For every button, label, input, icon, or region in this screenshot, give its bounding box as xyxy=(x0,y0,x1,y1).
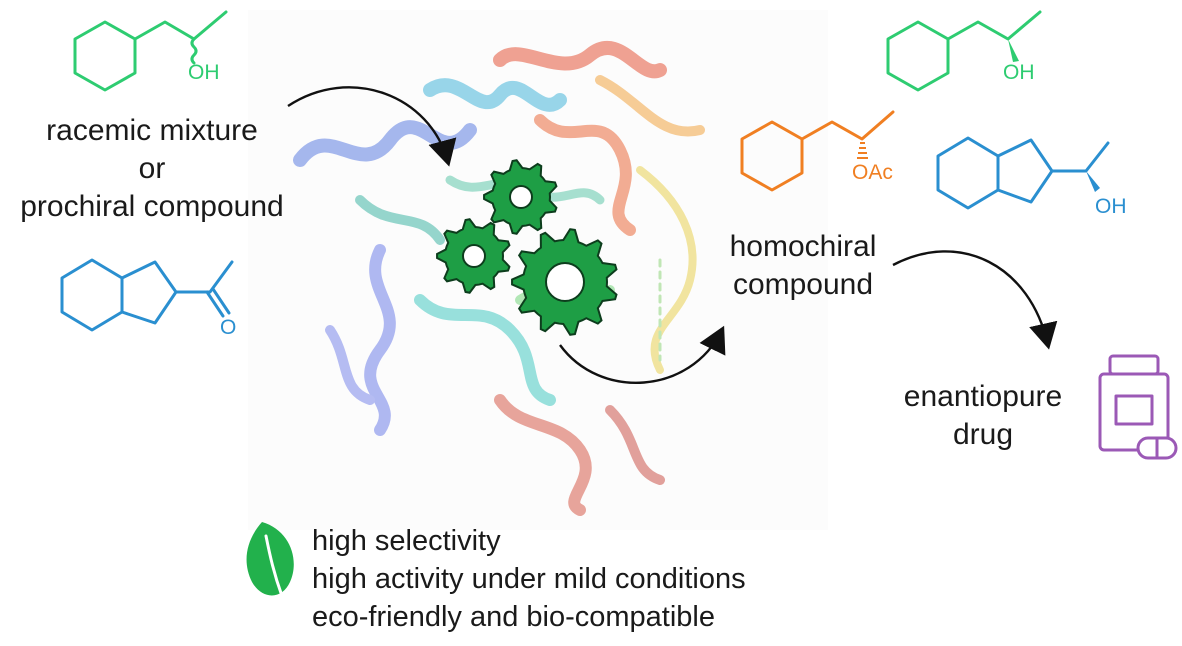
gear-hole xyxy=(509,185,533,209)
gear-icon xyxy=(511,228,618,336)
oh-green-right-label: OH xyxy=(1003,61,1035,84)
o-blue-left-label: O xyxy=(220,316,236,339)
product-arrow xyxy=(559,325,726,384)
oac-orange-label: OAc xyxy=(852,161,893,184)
substrate-line-2: or xyxy=(138,152,166,185)
substrate-line-3: prochiral compound xyxy=(20,190,284,223)
benefits-list: high selectivity high activity under mil… xyxy=(312,522,746,636)
product-label: homochiral compound xyxy=(708,228,898,304)
wedge-bond xyxy=(1008,39,1019,62)
gear-hole xyxy=(462,244,486,268)
acetate-molecule xyxy=(740,110,895,192)
wedge-bond-blue xyxy=(1086,171,1100,192)
drug-label: enantiopure drug xyxy=(888,378,1078,454)
oh-green-left-label: OH xyxy=(188,61,220,84)
benefit-item: high selectivity xyxy=(312,525,501,557)
pill-bottle-icon xyxy=(1098,354,1178,460)
benefit-item: high activity under mild conditions xyxy=(312,563,746,595)
drug-line-2: drug xyxy=(952,418,1014,451)
gear-icon xyxy=(436,218,511,294)
benefit-item: eco-friendly and bio-compatible xyxy=(312,601,715,633)
substrate-arrow xyxy=(287,86,457,167)
ketone-molecule xyxy=(60,258,234,332)
substrate-line-1: racemic mixture xyxy=(46,114,258,147)
gear-hole xyxy=(545,262,585,302)
racemic-alcohol-molecule xyxy=(73,10,228,92)
drug-line-1: enantiopure xyxy=(903,380,1063,413)
bicyclic-alcohol-molecule xyxy=(936,136,1110,210)
drug-arrow xyxy=(892,250,1058,350)
gear-icon xyxy=(483,159,558,235)
substrate-label: racemic mixture or prochiral compound xyxy=(0,112,304,226)
product-line-2: compound xyxy=(732,268,874,301)
leaf-icon xyxy=(246,522,294,598)
homochiral-alcohol-molecule xyxy=(886,10,1042,92)
hash-bond xyxy=(857,142,868,159)
oh-blue-right-label: OH xyxy=(1095,195,1127,218)
product-line-1: homochiral xyxy=(729,230,877,263)
